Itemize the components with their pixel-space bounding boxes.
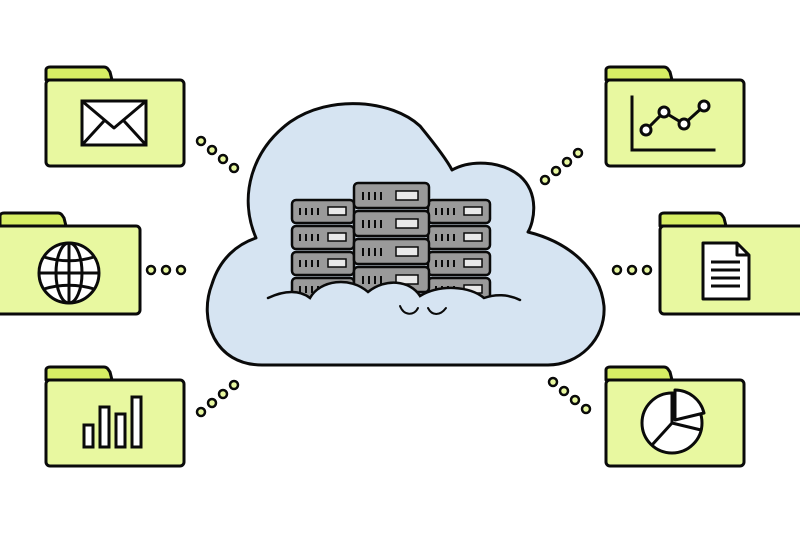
pie-chart-icon (640, 388, 706, 455)
document-icon (701, 241, 751, 301)
folder-pie-chart (604, 365, 746, 468)
folder-line-chart (604, 65, 746, 168)
bar-chart-icon (82, 395, 143, 449)
folder-mail (44, 65, 186, 168)
line-chart-icon (630, 95, 716, 152)
envelope-icon (80, 99, 148, 147)
folder-globe (0, 211, 142, 316)
cloud-fog (266, 280, 522, 362)
globe-icon (37, 241, 101, 305)
folder-document (658, 211, 800, 316)
folder-bar-chart (44, 365, 186, 468)
connector-dots (145, 135, 653, 418)
